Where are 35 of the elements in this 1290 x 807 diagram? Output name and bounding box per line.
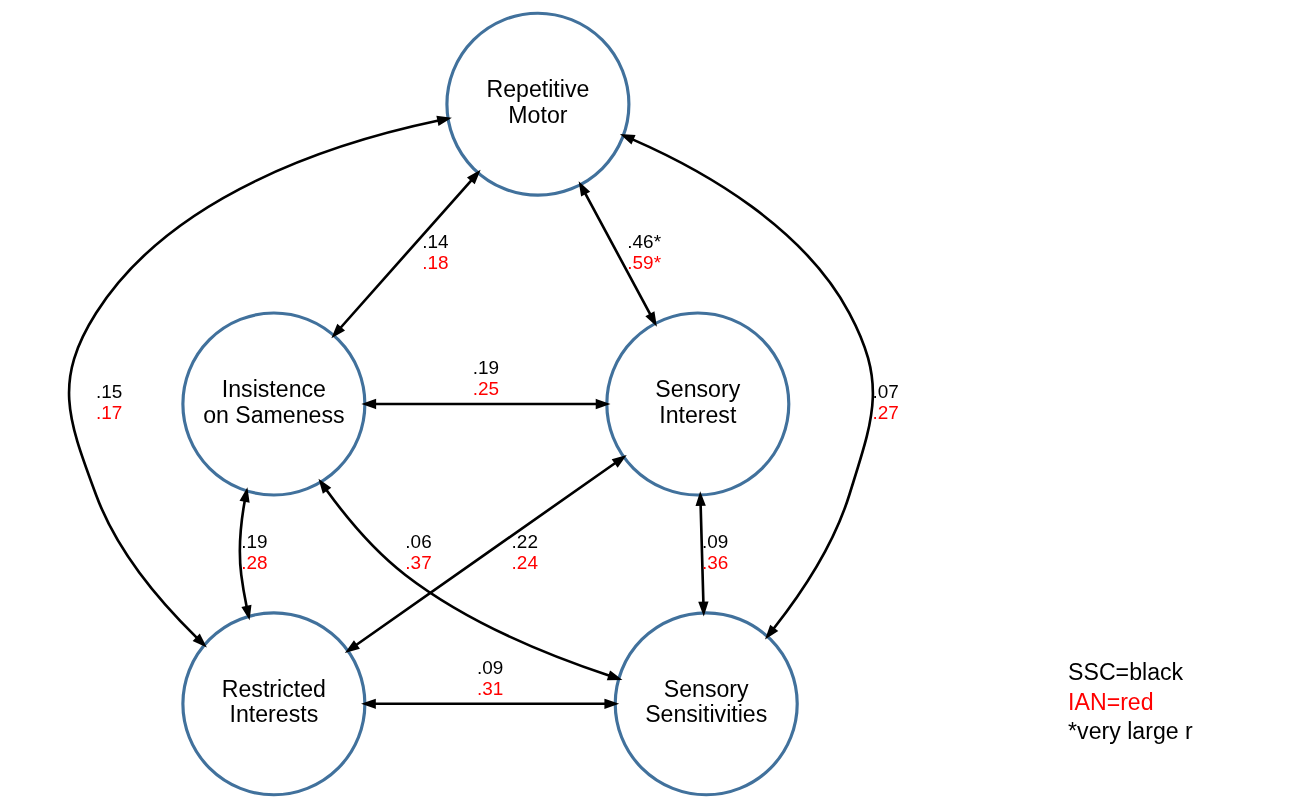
node-circle: Restricted Interests (181, 610, 367, 796)
edge-label: .46* (627, 230, 661, 252)
arrow (619, 133, 875, 639)
arrow (578, 180, 657, 327)
node-circle: Sensory Sensitivities (613, 610, 799, 796)
arrow (238, 486, 252, 620)
arrow (361, 698, 620, 709)
edge-label: .25 (472, 377, 500, 399)
edge-label: .19 (472, 356, 500, 378)
edge-label: .15 (96, 380, 123, 402)
arrow (344, 454, 627, 653)
legend-label: IAN=red (1068, 688, 1154, 715)
arrow (67, 115, 452, 647)
legend-label: SSC=black (1068, 658, 1184, 685)
edge-label: .19 (241, 530, 268, 552)
edge-label: .24 (511, 551, 538, 573)
arrow (361, 398, 611, 409)
edge-label: .18 (422, 251, 449, 273)
edge-label: .28 (241, 551, 268, 573)
edge-label: .07 (872, 380, 899, 402)
legend-label: *very large r (1068, 717, 1193, 744)
arrow (318, 478, 623, 680)
edge-label: .09 (476, 656, 504, 678)
edge-label: .36 (702, 551, 729, 573)
edge-label: .27 (872, 401, 899, 423)
edge-label: .14 (422, 230, 449, 252)
edge-label: .59* (627, 251, 661, 273)
edge-label: .22 (511, 530, 538, 552)
arrow (331, 169, 481, 338)
edge-label: .09 (702, 530, 729, 552)
edge-label: .17 (96, 401, 123, 423)
edge-label: .31 (476, 677, 504, 699)
arrow (695, 490, 709, 616)
edge-label: .06 (405, 530, 432, 552)
edge-label: .37 (405, 551, 432, 573)
